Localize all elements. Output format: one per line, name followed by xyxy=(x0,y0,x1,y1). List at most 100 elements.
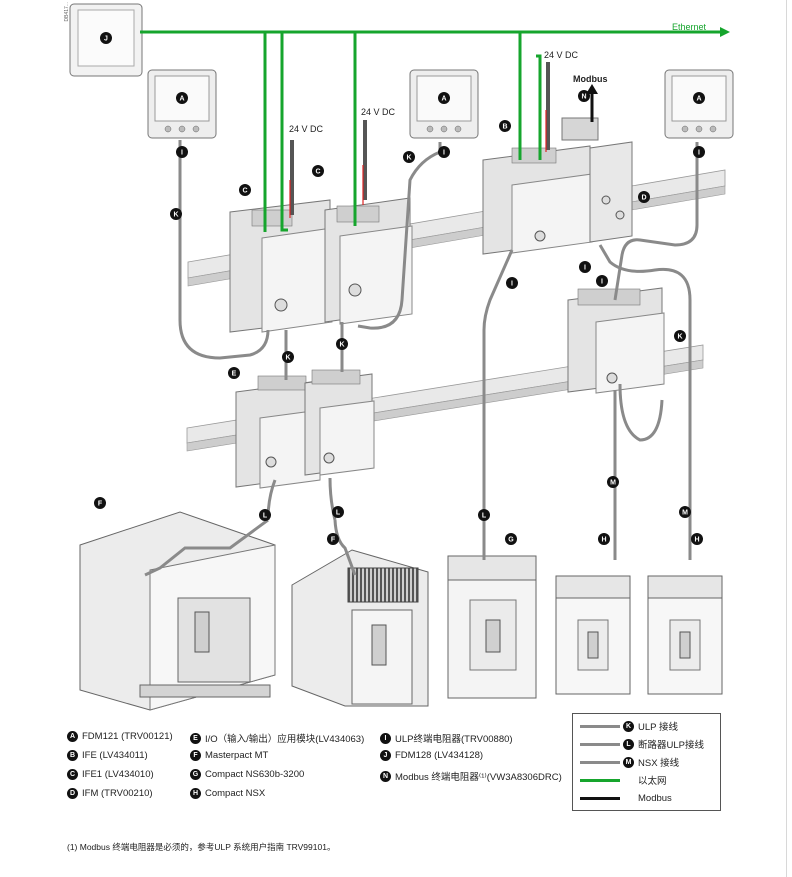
cable-key-swatch xyxy=(580,796,620,800)
callout-i3: I xyxy=(693,146,705,158)
callout-k1: K xyxy=(170,208,182,220)
modbus-cable xyxy=(586,84,598,122)
svg-text:D: D xyxy=(641,195,646,202)
compact-nsx-breaker-2 xyxy=(647,575,723,695)
ulp-cable-g xyxy=(482,249,514,560)
svg-text:H: H xyxy=(694,537,699,544)
svg-text:A: A xyxy=(696,96,701,103)
svg-text:E: E xyxy=(232,371,237,378)
callout-k4: K xyxy=(282,351,294,363)
callout-i1: I xyxy=(176,146,188,158)
svg-text:I: I xyxy=(511,281,513,288)
dc-wires xyxy=(289,62,550,218)
svg-text:K: K xyxy=(285,355,290,362)
callout-j: J xyxy=(100,32,112,44)
callout-a3: A xyxy=(693,92,705,104)
svg-text:G: G xyxy=(508,537,514,544)
callout-i4: I xyxy=(506,277,518,289)
nsx-cable-right xyxy=(598,244,692,560)
svg-text:L: L xyxy=(263,513,268,520)
svg-text:C: C xyxy=(315,169,320,176)
svg-text:A: A xyxy=(179,96,184,103)
callout-g: G xyxy=(505,533,517,545)
modbus-terminator xyxy=(561,117,599,141)
callout-b: B xyxy=(499,120,511,132)
ulp-cable-fdm2 xyxy=(357,142,442,330)
svg-text:J: J xyxy=(104,36,108,43)
svg-text:F: F xyxy=(331,537,336,544)
svg-text:K: K xyxy=(339,342,344,349)
ife1-module-2 xyxy=(324,197,413,325)
callout-l2: L xyxy=(332,506,344,518)
cable-key-swatch xyxy=(580,724,620,728)
svg-text:K: K xyxy=(406,155,411,162)
svg-text:I: I xyxy=(601,279,603,286)
svg-text:L: L xyxy=(336,510,341,517)
masterpact-mt-breaker xyxy=(79,511,276,711)
ethernet-label: Ethernet xyxy=(672,22,707,32)
modbus-label: Modbus xyxy=(573,74,608,84)
ethernet-cables xyxy=(140,27,730,232)
svg-text:F: F xyxy=(98,501,103,508)
callout-m2: M xyxy=(679,506,691,518)
ulp-cable-loop xyxy=(618,383,664,442)
callout-h1: H xyxy=(598,533,610,545)
dc-label-1: 24 V DC xyxy=(289,124,324,134)
io-module-2 xyxy=(304,369,375,476)
page-edge-line xyxy=(786,0,787,877)
svg-text:K: K xyxy=(173,212,178,219)
footnote: (1) Modbus 终端电阻器是必须的，参考ULP 系统用户指南 TRV991… xyxy=(67,842,336,852)
cable-key-swatch xyxy=(580,778,620,782)
dc-label-3: 24 V DC xyxy=(544,50,579,60)
callout-d: D xyxy=(638,191,650,203)
ifm-module xyxy=(589,141,633,243)
ife1-module-1 xyxy=(229,199,333,333)
callout-i6: I xyxy=(596,275,608,287)
callout-k5: K xyxy=(336,338,348,350)
callouts: J A A A I I I I I I K K K K K C C B N D … xyxy=(94,32,705,545)
callout-f1: F xyxy=(94,497,106,509)
callout-k2: K xyxy=(403,151,415,163)
compact-ns-breaker xyxy=(291,549,429,707)
ethernet-drop-2 xyxy=(280,32,288,232)
callout-f2: F xyxy=(327,533,339,545)
callout-l3: L xyxy=(478,509,490,521)
svg-text:I: I xyxy=(443,150,445,157)
callout-m1: M xyxy=(607,476,619,488)
compact-ns630b-breaker xyxy=(447,555,537,699)
callout-c1: C xyxy=(239,184,251,196)
callout-i5: I xyxy=(579,261,591,273)
svg-text:C: C xyxy=(242,188,247,195)
callout-n: N xyxy=(578,90,590,102)
cable-key-ethernet: 以太网 xyxy=(573,772,720,788)
callout-k3: K xyxy=(674,330,686,342)
ulp-cable-fdm3 xyxy=(613,142,699,301)
breaker-cable-mt xyxy=(144,518,269,577)
callout-i2: I xyxy=(438,146,450,158)
ethernet-arrow xyxy=(720,27,730,37)
svg-text:M: M xyxy=(682,510,688,517)
ulp-cable-fdm1 xyxy=(178,140,270,360)
svg-text:L: L xyxy=(482,513,487,520)
svg-text:K: K xyxy=(677,334,682,341)
callout-a2: A xyxy=(438,92,450,104)
callout-a1: A xyxy=(176,92,188,104)
svg-text:B: B xyxy=(502,124,507,131)
callout-h2: H xyxy=(691,533,703,545)
cable-key-modbus: Modbus xyxy=(573,790,720,806)
